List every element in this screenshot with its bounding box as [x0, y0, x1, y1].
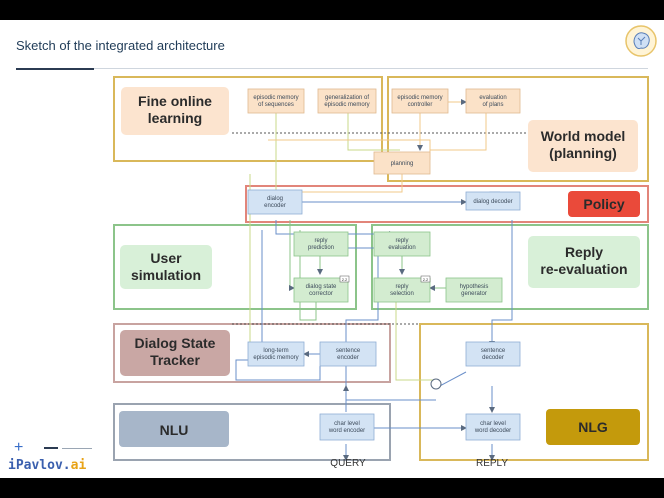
brand-prefix: iPavlov.: [8, 458, 71, 473]
slide-title: Sketch of the integrated architecture: [16, 38, 225, 53]
plus-icon: +: [14, 439, 24, 456]
query-label: QUERY: [330, 458, 366, 469]
title-rule: [16, 68, 648, 69]
title-accent-rule: [16, 68, 94, 70]
nlu-label: NLU: [160, 422, 189, 438]
region-nlg: NLG: [419, 323, 649, 461]
node-planning: planning: [373, 151, 431, 175]
footer-brand: iPavlov.ai: [8, 458, 86, 473]
svg-text:planning: planning: [391, 161, 414, 167]
region-nlu: NLU: [113, 403, 391, 461]
junction-node: [430, 378, 442, 390]
footer-rule: [62, 448, 92, 449]
region-world-model: World model(planning): [387, 76, 649, 182]
region-policy: Policy: [245, 185, 649, 223]
policy-label: Policy: [583, 196, 624, 212]
nlg-label: NLG: [578, 419, 608, 435]
corrector-badge: 2.2: [342, 277, 348, 282]
brain-circuit-icon: [625, 25, 657, 57]
svg-text:dialog decoder: dialog decoder: [473, 199, 512, 205]
footer-dash: [44, 447, 58, 449]
world-model-label: World model(planning): [541, 128, 626, 161]
reply-label: REPLY: [476, 458, 508, 469]
selection-badge: 2.2: [423, 277, 429, 282]
slide: Sketch of the integrated architecture Fi…: [0, 20, 664, 478]
brand-suffix: ai: [70, 458, 87, 473]
node-dialog-decoder: dialog decoder: [465, 191, 521, 211]
